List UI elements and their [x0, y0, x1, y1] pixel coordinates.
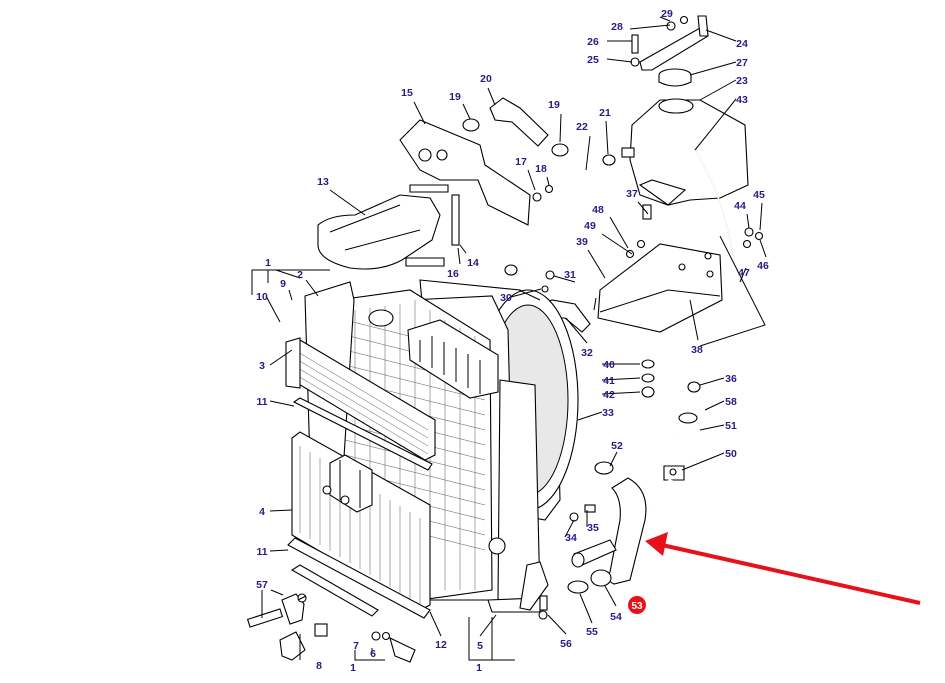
part-label-33[interactable]: 33	[602, 407, 614, 419]
part-label-10[interactable]: 10	[256, 291, 268, 303]
part-label-48[interactable]: 48	[592, 204, 604, 216]
condenser-4	[291, 431, 431, 611]
part-label-6[interactable]: 6	[370, 648, 376, 660]
part-label-2[interactable]: 2	[297, 269, 303, 281]
part-label-18[interactable]: 18	[535, 163, 547, 175]
part-label-58[interactable]: 58	[725, 396, 737, 408]
part-label-13[interactable]: 13	[317, 176, 329, 188]
part-label-23[interactable]: 23	[736, 75, 748, 87]
highlight-arrow	[645, 532, 921, 605]
part-label-20[interactable]: 20	[480, 73, 492, 85]
lower-fasteners	[246, 593, 416, 663]
leader-lines	[251, 16, 767, 661]
part-label-24[interactable]: 24	[736, 38, 748, 50]
part-label-22[interactable]: 22	[576, 121, 588, 133]
part-label-5[interactable]: 5	[477, 640, 483, 652]
part-label-51[interactable]: 51	[725, 420, 737, 432]
part-label-4[interactable]: 4	[259, 506, 265, 518]
expansion-tank-group	[621, 15, 749, 283]
part-label-27[interactable]: 27	[736, 57, 748, 69]
part-label-28[interactable]: 28	[611, 21, 623, 33]
part-label-17[interactable]: 17	[515, 156, 527, 168]
bar-11-bottom	[287, 537, 431, 619]
part-label-42[interactable]: 42	[603, 389, 615, 401]
part-label-26[interactable]: 26	[587, 36, 599, 48]
part-label-35[interactable]: 35	[587, 522, 599, 534]
part-label-36[interactable]: 36	[725, 373, 737, 385]
upper-hose-group	[462, 97, 616, 293]
part-label-1[interactable]: 1	[265, 257, 271, 269]
part-label-34[interactable]: 34	[565, 532, 577, 544]
part-label-39[interactable]: 39	[576, 236, 588, 248]
part-label-52[interactable]: 52	[611, 440, 623, 452]
part-label-44[interactable]: 44	[734, 200, 746, 212]
part-label-16[interactable]: 16	[447, 268, 459, 280]
part-label-1[interactable]: 1	[476, 662, 482, 674]
part-label-29[interactable]: 29	[661, 8, 673, 20]
part-label-46[interactable]: 46	[757, 260, 769, 272]
part-label-9[interactable]: 9	[280, 278, 286, 290]
part-label-55[interactable]: 55	[586, 626, 598, 638]
part-label-41[interactable]: 41	[603, 375, 615, 387]
svg-text:53: 53	[631, 601, 643, 612]
part-label-15[interactable]: 15	[401, 87, 413, 99]
part-label-1[interactable]: 1	[350, 662, 356, 674]
part-label-21[interactable]: 21	[599, 107, 611, 119]
oil-cooler-3	[285, 337, 436, 461]
part-label-11[interactable]: 11	[256, 396, 267, 408]
part-label-50[interactable]: 50	[725, 448, 737, 460]
part-label-43[interactable]: 43	[736, 94, 748, 106]
part-label-37[interactable]: 37	[626, 188, 638, 200]
part-label-19[interactable]: 19	[548, 99, 560, 111]
part-label-8[interactable]: 8	[316, 660, 322, 672]
bar-11-top	[292, 397, 433, 471]
shroud-39	[597, 204, 764, 333]
part-label-56[interactable]: 56	[560, 638, 572, 650]
part-label-25[interactable]: 25	[587, 54, 599, 66]
air-duct-13	[317, 184, 460, 270]
part-label-19[interactable]: 19	[449, 91, 461, 103]
bracket-15	[399, 119, 531, 226]
part-label-3[interactable]: 3	[259, 360, 265, 372]
part-label-40[interactable]: 40	[603, 359, 615, 371]
part-label-54[interactable]: 54	[610, 611, 622, 623]
part-label-45[interactable]: 45	[753, 189, 765, 201]
part-label-47[interactable]: 47	[738, 267, 750, 279]
part-label-7[interactable]: 7	[353, 640, 359, 652]
condenser-grill	[299, 446, 421, 605]
part-label-11[interactable]: 11	[256, 546, 267, 558]
part-label-31[interactable]: 31	[564, 269, 576, 281]
highlighted-part-badge[interactable]: 53	[628, 596, 646, 614]
part-label-30[interactable]: 30	[500, 292, 512, 304]
part-label-57[interactable]: 57	[256, 579, 268, 591]
part-label-14[interactable]: 14	[467, 257, 479, 269]
lower-hose-group	[519, 359, 709, 620]
part-label-12[interactable]: 12	[435, 639, 447, 651]
part-label-38[interactable]: 38	[691, 344, 703, 356]
part-label-32[interactable]: 32	[581, 347, 593, 359]
part-label-49[interactable]: 49	[584, 220, 596, 232]
